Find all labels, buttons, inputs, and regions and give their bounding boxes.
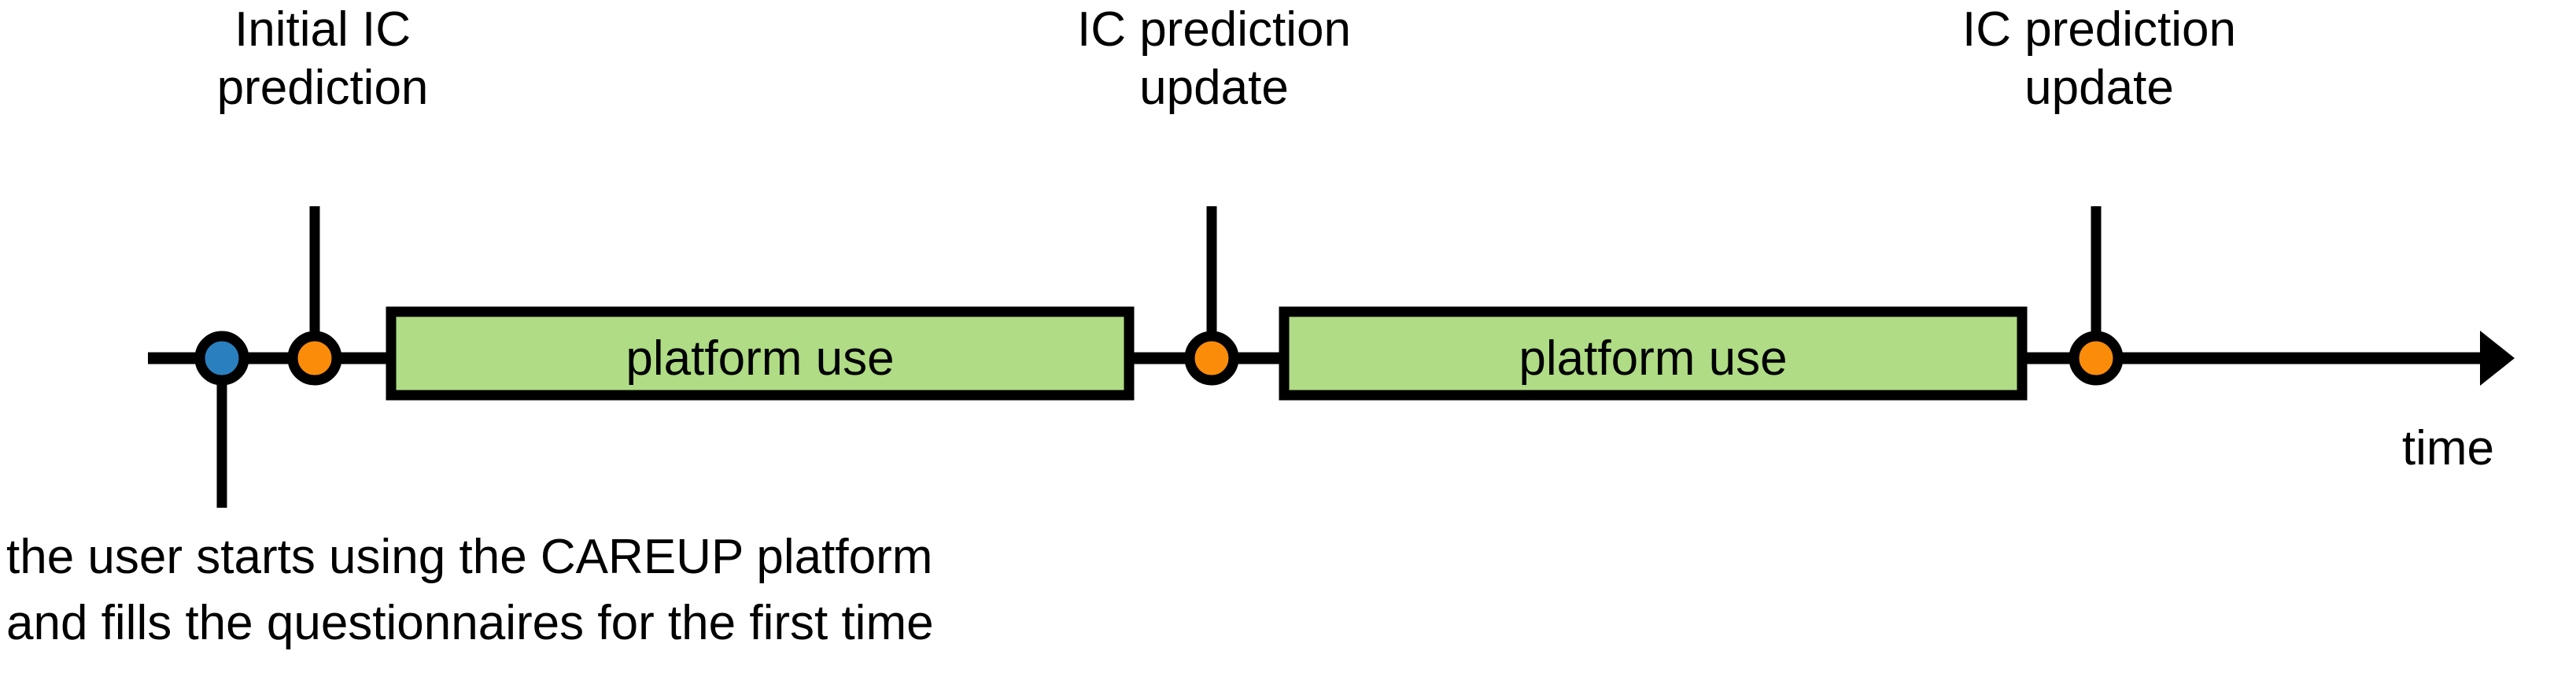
prediction-marker-icon-initial bbox=[287, 331, 342, 386]
start-marker-icon bbox=[194, 331, 249, 386]
milestone-label-ic-prediction-update-1-line2: update bbox=[1139, 61, 1289, 115]
activity-bar-label-2: platform use bbox=[1519, 331, 1787, 386]
axis-label-time: time bbox=[2402, 421, 2494, 475]
milestone-label-initial-ic-prediction-line2: prediction bbox=[217, 61, 429, 115]
caption-line-1: the user starts using the CAREUP platfor… bbox=[6, 530, 932, 584]
milestone-label-ic-prediction-update-2-line1: IC prediction bbox=[1962, 2, 2236, 57]
milestone-label-ic-prediction-update-2-line2: update bbox=[2024, 61, 2174, 115]
prediction-marker-icon-update-1 bbox=[1184, 331, 1239, 386]
milestone-label-initial-ic-prediction-line1: Initial IC bbox=[234, 2, 411, 57]
milestone-label-ic-prediction-update-1-line1: IC prediction bbox=[1077, 2, 1351, 57]
caption-line-2: and fills the questionnaires for the fir… bbox=[6, 596, 934, 650]
prediction-marker-icon-update-2 bbox=[2069, 331, 2124, 386]
activity-bar-label-1: platform use bbox=[626, 331, 894, 386]
arrow-right-icon bbox=[2480, 331, 2515, 386]
activity-bar-platform-use-1 bbox=[386, 306, 1135, 401]
activity-bar-platform-use-2 bbox=[1279, 306, 2028, 401]
